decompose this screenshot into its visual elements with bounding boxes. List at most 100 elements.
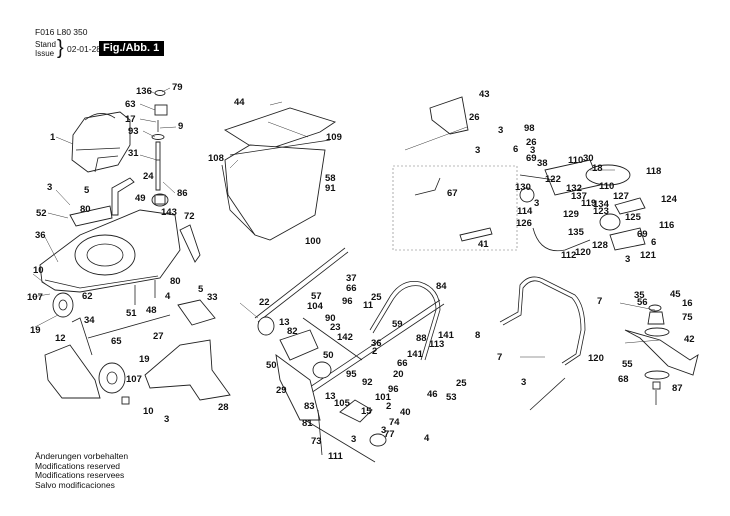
callout: 69 <box>526 153 537 164</box>
callout: 31 <box>128 148 139 159</box>
callout: 58 <box>325 173 336 184</box>
callout: 91 <box>325 183 336 194</box>
callout: 100 <box>305 236 321 247</box>
modifications-notice: Änderungen vorbehalten Modifications res… <box>35 451 129 490</box>
callout: 3 <box>530 145 535 156</box>
callout: 65 <box>111 336 122 347</box>
callout: 69 <box>637 229 648 240</box>
callout: 123 <box>593 206 609 217</box>
callout: 62 <box>82 291 93 302</box>
callout: 98 <box>524 123 535 134</box>
callout: 86 <box>177 188 188 199</box>
callout: 2 <box>372 346 377 357</box>
engine-part <box>71 111 131 173</box>
callout: 126 <box>516 218 532 229</box>
callout: 7 <box>597 296 602 307</box>
callout: 34 <box>84 315 95 326</box>
callout: 108 <box>208 153 224 164</box>
callout: 10 <box>143 406 154 417</box>
callout: 25 <box>371 292 382 303</box>
callout: 128 <box>592 240 608 251</box>
callout: 33 <box>207 292 218 303</box>
callout: 105 <box>334 398 351 409</box>
callout: 3 <box>625 254 630 265</box>
bracket-43 <box>429 96 469 135</box>
footer-line-es: Salvo modificaciones <box>35 479 115 490</box>
callout: 27 <box>153 331 164 342</box>
callout: 40 <box>400 407 411 418</box>
rear-flap-28 <box>144 339 231 401</box>
callout: 50 <box>323 350 334 361</box>
callout: 114 <box>517 206 533 217</box>
callout: 125 <box>625 212 642 223</box>
callout: 53 <box>446 392 457 403</box>
stand-label: Stand <box>35 40 56 49</box>
callout: 107 <box>27 292 43 303</box>
accessory-box <box>392 165 518 251</box>
callout: 119 <box>581 198 596 209</box>
callout: 37 <box>346 273 357 284</box>
callout: 110 <box>599 181 614 192</box>
wheel-19-bottom <box>98 362 126 394</box>
callout: 121 <box>640 250 657 261</box>
callout: 110 <box>568 155 583 166</box>
callout: 36 <box>35 230 46 241</box>
callout: 41 <box>478 239 489 250</box>
spring-40 <box>369 433 387 447</box>
callout: 8 <box>475 330 480 341</box>
callout: 5 <box>84 185 90 196</box>
callout: 26 <box>526 137 537 148</box>
callout: 43 <box>479 89 490 100</box>
wheel-19-top <box>52 292 74 318</box>
callout: 93 <box>128 126 139 137</box>
callout: 15 <box>361 406 372 417</box>
callout: 6 <box>513 144 518 155</box>
brace-glyph: } <box>57 37 64 59</box>
callout: 79 <box>172 82 183 93</box>
part-41 <box>459 227 493 242</box>
callout: 3 <box>534 198 539 209</box>
cable-120 <box>529 377 566 411</box>
callout: 135 <box>568 227 585 238</box>
issue-label: Issue <box>35 49 55 58</box>
callout: 96 <box>388 384 399 395</box>
callout: 80 <box>170 276 181 287</box>
callout: 92 <box>362 377 373 388</box>
bracket-49 <box>111 177 135 216</box>
callout: 18 <box>592 163 603 174</box>
callout: 127 <box>613 191 629 202</box>
callout: 3 <box>351 434 356 445</box>
callout: 87 <box>672 383 683 394</box>
callout: 26 <box>469 112 480 123</box>
callout: 10 <box>33 265 44 276</box>
callout: 30 <box>583 153 594 164</box>
blade-adapter <box>151 193 169 207</box>
callout: 20 <box>393 369 404 380</box>
callout: 120 <box>575 247 591 258</box>
footer-line-de: Änderungen vorbehalten <box>35 451 129 461</box>
plate-33 <box>177 299 216 326</box>
callout: 112 <box>561 250 576 261</box>
callout: 113 <box>429 339 444 350</box>
callout: 124 <box>661 194 678 205</box>
callout: 3 <box>47 182 52 193</box>
callout: 16 <box>682 298 693 309</box>
callout: 42 <box>684 334 695 345</box>
callout: 13 <box>279 317 290 328</box>
callout: 137 <box>571 191 587 202</box>
callout: 130 <box>515 182 531 193</box>
callout: 74 <box>389 417 400 428</box>
document-code: F016 L80 350 <box>35 27 88 37</box>
callout: 25 <box>456 378 467 389</box>
bail-111 <box>499 276 586 366</box>
callout: 84 <box>436 281 447 292</box>
callout: 67 <box>447 188 458 199</box>
callout: 116 <box>659 220 674 231</box>
callout: 45 <box>670 289 681 300</box>
callout: 3 <box>381 425 386 436</box>
callout: 80 <box>80 204 91 215</box>
callout: 11 <box>363 300 374 311</box>
callout: 4 <box>424 433 430 444</box>
lever-15 <box>339 399 373 423</box>
callout: 28 <box>218 402 229 413</box>
